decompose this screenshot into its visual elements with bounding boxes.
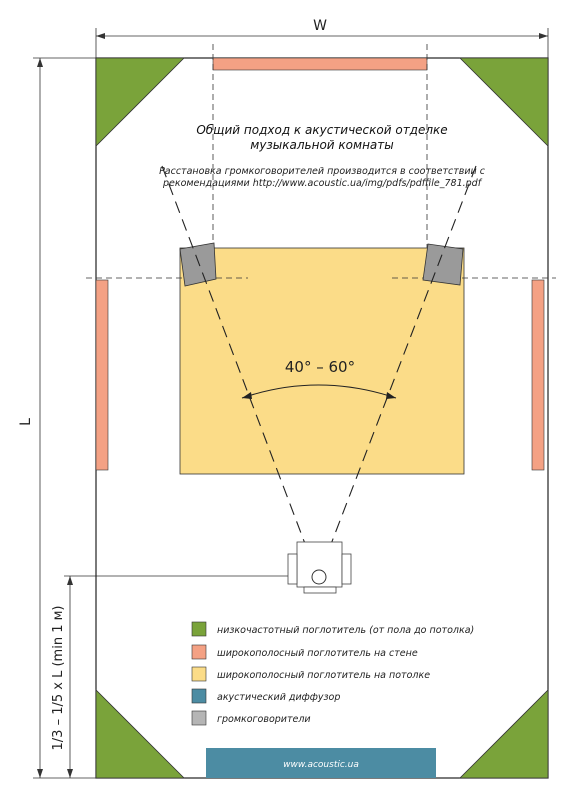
bass-traps [95, 57, 549, 779]
legend-label-speaker: громкоговорители [217, 714, 311, 725]
title-line-1: Общий подход к акустической отделке [196, 123, 447, 137]
ceiling-absorber [179, 247, 465, 475]
speaker-left [179, 242, 217, 287]
legend-swatch-speaker [191, 710, 207, 726]
legend-swatch-bass-trap [191, 621, 207, 637]
legend-swatch-ceiling-absorber [191, 666, 207, 682]
legend-label-ceiling-absorber: широкополосный поглотитель на потолке [217, 670, 430, 681]
title-line-2: музыкальной комнаты [250, 138, 393, 152]
bass-trap-top-right [459, 57, 549, 147]
length-label: L [18, 418, 34, 426]
note-line-2: рекомендациями http://www.acoustic.ua/im… [162, 178, 483, 189]
listener-head [311, 569, 327, 585]
rear-diffuser [206, 748, 436, 778]
bass-trap-bottom-left [95, 689, 185, 779]
footer-url: www.acoustic.ua [283, 760, 359, 770]
legend-swatch-diffuser [191, 688, 207, 704]
right-wall-absorber [531, 279, 545, 471]
listening-offset-label: 1/3 – 1/5 x L (min 1 м) [51, 606, 66, 751]
length-dimension: L [18, 57, 96, 779]
bass-trap-bottom-right [459, 689, 549, 779]
note-line-1: Расстановка громкоговорителей производит… [159, 166, 486, 177]
left-wall-absorber [95, 279, 109, 471]
angle-arc [241, 384, 397, 399]
bass-trap-top-left [95, 57, 185, 147]
legend-label-diffuser: акустический диффузор [217, 692, 340, 703]
speaker-right [422, 243, 464, 286]
listening-triangle [161, 165, 477, 579]
angle-label: 40° – 60° [285, 358, 355, 376]
width-dimension: W [95, 18, 549, 60]
legend-label-bass-trap: низкочастотный поглотитель (от пола до п… [217, 625, 474, 636]
listener-chair [287, 541, 352, 594]
legend: низкочастотный поглотитель (от пола до п… [191, 621, 474, 726]
legend-label-wall-absorber: широкополосный поглотитель на стене [217, 648, 418, 659]
width-label: W [313, 18, 327, 34]
listening-offset-dimension: 1/3 – 1/5 x L (min 1 м) [51, 575, 318, 778]
legend-swatch-wall-absorber [191, 644, 207, 660]
front-wall-absorber [212, 57, 428, 71]
